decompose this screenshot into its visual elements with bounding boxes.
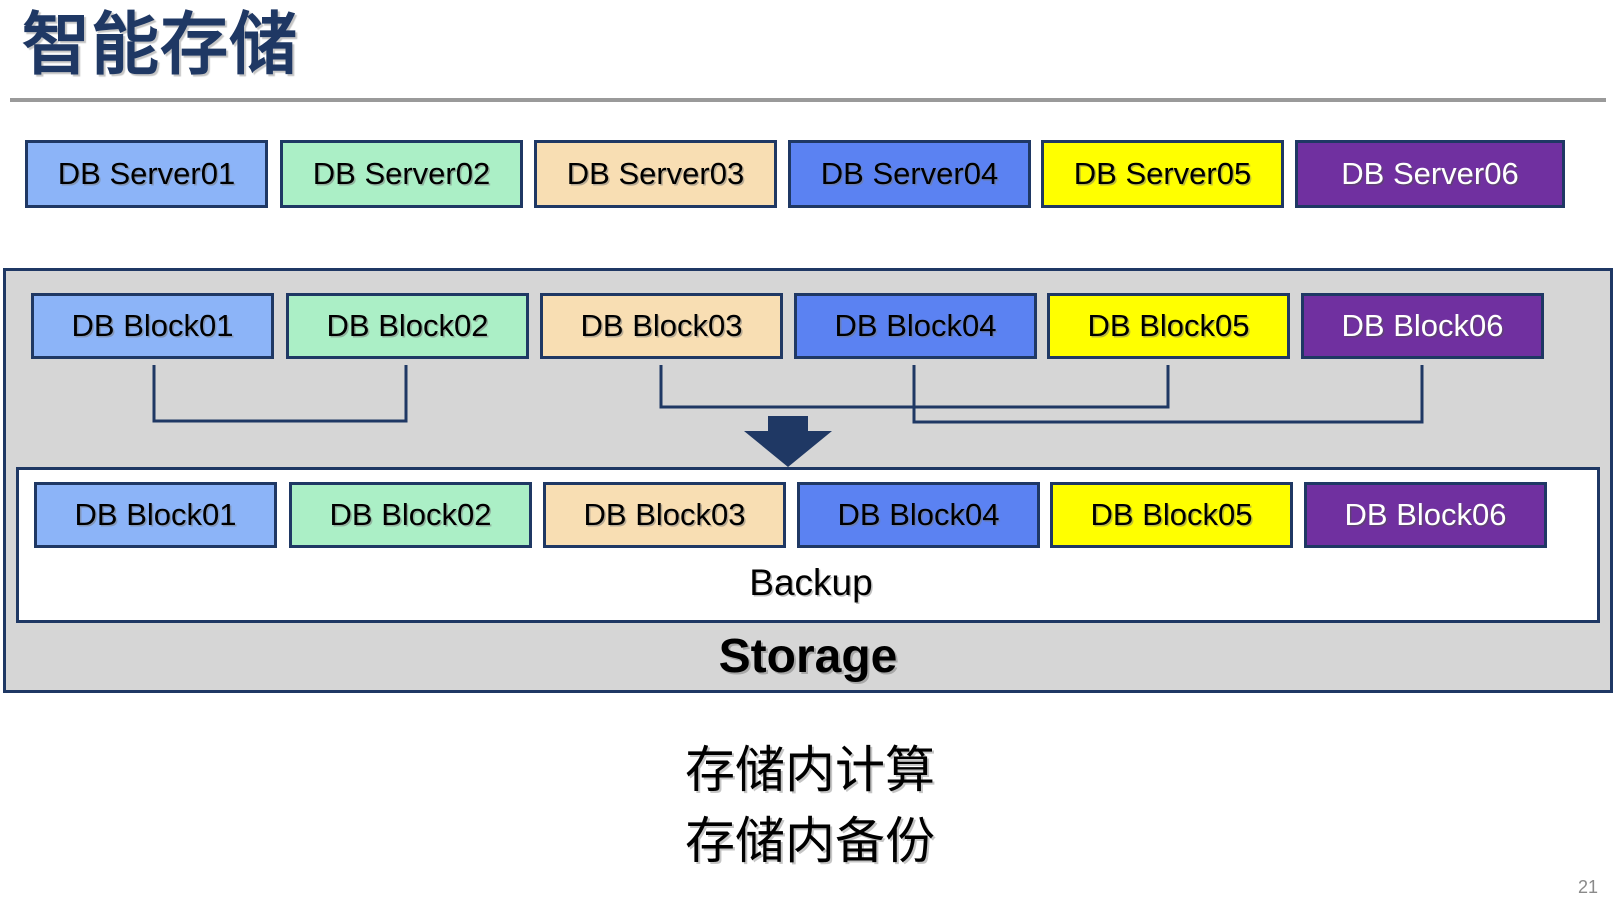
db-server-box-3[interactable]: DB Server03: [534, 140, 777, 208]
db-block-top-box-1[interactable]: DB Block01: [31, 293, 274, 359]
connector-2: [659, 365, 1170, 409]
db-block-top-box-6[interactable]: DB Block06: [1301, 293, 1544, 359]
backup-label: Backup: [749, 562, 873, 603]
caption-line-1: 存储内计算: [685, 742, 935, 798]
db-server-box-5[interactable]: DB Server05: [1041, 140, 1284, 208]
storage-label: Storage: [718, 630, 898, 683]
db-server-box-4[interactable]: DB Server04: [788, 140, 1031, 208]
connector-3: [912, 365, 1424, 424]
db-block-top-box-2[interactable]: DB Block02: [286, 293, 529, 359]
title-divider: [10, 98, 1606, 102]
page-number: 21: [1577, 877, 1598, 897]
db-server-box-1[interactable]: DB Server01: [25, 140, 268, 208]
db-block-top-box-4[interactable]: DB Block04: [794, 293, 1037, 359]
db-block-bottom-box-1[interactable]: DB Block01: [34, 482, 277, 548]
caption-block: 存储内计算存储内备份: [0, 735, 1620, 877]
db-block-bottom-box-6[interactable]: DB Block06: [1304, 482, 1547, 548]
db-block-bottom-box-5[interactable]: DB Block05: [1050, 482, 1293, 548]
db-block-top-box-5[interactable]: DB Block05: [1047, 293, 1290, 359]
down-arrow-icon: [744, 416, 832, 467]
connector-1: [152, 365, 408, 423]
caption-line-2: 存储内备份: [685, 813, 935, 869]
db-block-bottom-box-4[interactable]: DB Block04: [797, 482, 1040, 548]
db-block-bottom-box-3[interactable]: DB Block03: [543, 482, 786, 548]
db-server-box-6[interactable]: DB Server06: [1295, 140, 1565, 208]
db-server-box-2[interactable]: DB Server02: [280, 140, 523, 208]
page-title: 智能存储: [22, 7, 299, 83]
db-block-bottom-box-2[interactable]: DB Block02: [289, 482, 532, 548]
db-block-top-box-3[interactable]: DB Block03: [540, 293, 783, 359]
